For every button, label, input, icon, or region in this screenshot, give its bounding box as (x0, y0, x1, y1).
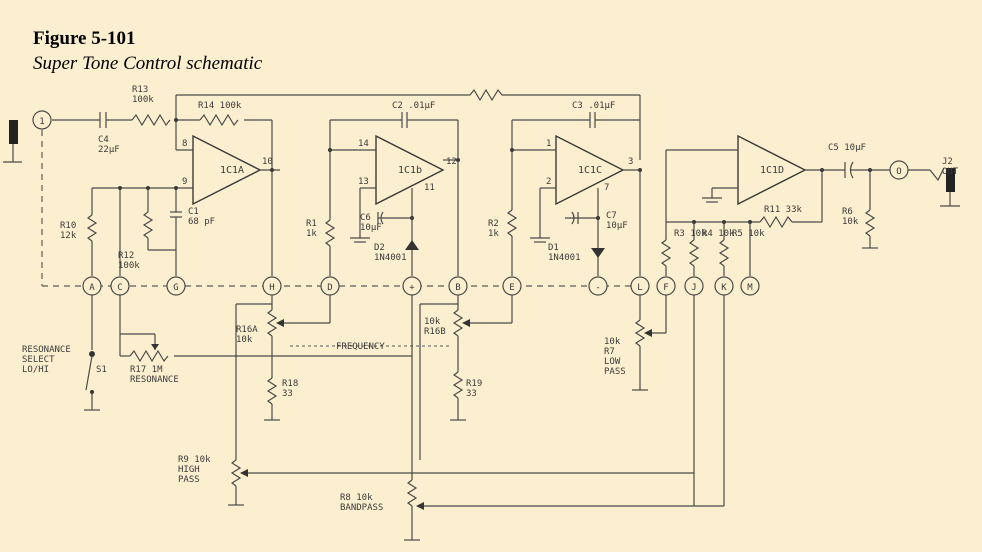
opamp-1c1b (375, 134, 445, 206)
svg-text:1C1D: 1C1D (760, 165, 784, 176)
node-1 (32, 110, 52, 130)
svg-text:B: B (455, 283, 460, 293)
svg-text:E: E (509, 283, 514, 293)
svg-text:1C1C: 1C1C (578, 165, 602, 176)
svg-text:9: 9 (182, 177, 187, 187)
svg-text:8: 8 (182, 139, 187, 149)
svg-text:3: 3 (628, 157, 633, 167)
svg-text:12: 12 (446, 157, 457, 167)
svg-text:10: 10 (262, 157, 273, 167)
node-minus (588, 276, 608, 296)
svg-text:H: H (269, 283, 274, 293)
figure-number: Figure 5-101 (33, 28, 136, 49)
svg-text:11: 11 (424, 183, 435, 193)
svg-text:7: 7 (604, 183, 609, 193)
svg-text:G: G (173, 283, 178, 293)
svg-text:L: L (637, 283, 642, 293)
svg-text:13: 13 (358, 177, 369, 187)
svg-text:+: + (409, 283, 415, 293)
node-m (740, 276, 760, 296)
svg-text:-: - (595, 283, 600, 293)
opamp-1c1a (192, 134, 262, 206)
label-r14: R14 100k (198, 101, 242, 111)
label-frequency: FREQUENCY (336, 342, 385, 352)
svg-text:K: K (721, 283, 727, 293)
svg-text:C: C (117, 283, 122, 293)
label-r11: R11 33k (764, 205, 803, 215)
label-r3: R3 10k (674, 229, 707, 239)
input-jack-j1-icon (3, 120, 22, 163)
svg-text:M: M (747, 283, 753, 293)
svg-text:D: D (327, 283, 332, 293)
opamp-1c1d (737, 134, 807, 206)
svg-text:1: 1 (39, 117, 44, 127)
svg-text:O: O (896, 167, 901, 177)
node-o (889, 160, 909, 180)
svg-text:2: 2 (546, 177, 551, 187)
opamp-1c1c (555, 134, 625, 206)
label-s1: S1 (96, 365, 107, 375)
svg-text:1C1A: 1C1A (220, 165, 244, 176)
label-r4: R4 10k (702, 229, 735, 239)
label-c2: C2 .01µF (392, 101, 435, 111)
label-r5: R5 10k (732, 229, 765, 239)
label-c5: C5 10µF (828, 143, 866, 153)
node-g (166, 276, 186, 296)
svg-text:A: A (89, 283, 95, 293)
svg-text:J: J (691, 283, 696, 293)
label-c3: C3 .01µF (572, 101, 615, 111)
output-jack-j2-icon (940, 168, 960, 207)
figure-title: Super Tone Control schematic (33, 53, 263, 74)
svg-text:1: 1 (546, 139, 551, 149)
svg-text:1C1b: 1C1b (398, 165, 422, 176)
svg-text:F: F (663, 283, 668, 293)
svg-text:14: 14 (358, 139, 369, 149)
